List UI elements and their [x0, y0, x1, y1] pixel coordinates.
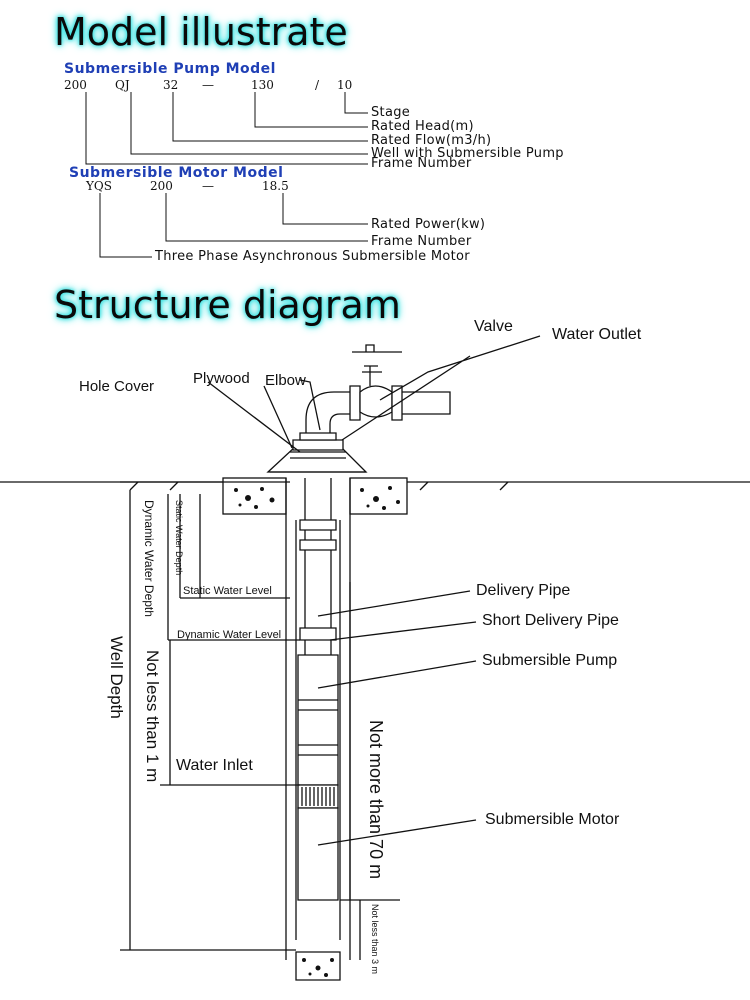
pump-code-type: QJ — [115, 78, 130, 92]
motor-label-three-phase: Three Phase Asynchronous Submersible Mot… — [155, 249, 470, 264]
pump-label-well: Well with Submersible Pump — [371, 146, 564, 161]
pump-label-stage: Stage — [371, 105, 411, 120]
motor-code-dash: — — [202, 179, 214, 193]
motor-code-type: YQS — [86, 179, 112, 193]
motor-model-title: Submersible Motor Model — [69, 165, 284, 181]
pump-code-slash: / — [315, 78, 320, 92]
label-water-outlet: Water Outlet — [552, 326, 642, 343]
label-water-inlet: Water Inlet — [176, 757, 253, 774]
label-submersible-pump: Submersible Pump — [482, 652, 618, 669]
label-not-less-1m: Not less than 1 m — [143, 650, 162, 783]
pump-code-frame: 200 — [64, 78, 87, 92]
label-not-more-70m: Not more than 70 m — [366, 720, 386, 880]
pump-model-title: Submersible Pump Model — [64, 61, 276, 77]
model-illustrate-heading: Model illustrate — [54, 10, 348, 54]
label-not-less-3m: Not less than 3 m — [370, 904, 380, 975]
structure-diagram-heading: Structure diagram — [54, 283, 401, 327]
label-dynamic-water-level: Dynamic Water Level — [177, 629, 282, 641]
pump-label-frame-number: Frame Number — [371, 156, 472, 171]
motor-label-frame-number: Frame Number — [371, 234, 472, 249]
pump-code-dash: — — [202, 78, 214, 92]
label-submersible-motor: Submersible Motor — [485, 811, 620, 828]
label-elbow: Elbow — [265, 372, 306, 389]
label-delivery-pipe: Delivery Pipe — [476, 582, 571, 599]
label-well-depth: Well Depth — [107, 636, 126, 719]
label-valve: Valve — [474, 318, 513, 335]
pump-code-flow: 32 — [163, 78, 179, 92]
label-dynamic-water-depth: Dynamic Water Depth — [142, 500, 156, 617]
label-static-water-depth: Static Water Depth — [174, 500, 184, 576]
label-hole-cover: Hole Cover — [79, 378, 155, 395]
motor-label-rated-power: Rated Power(kw) — [371, 217, 486, 232]
pump-code-stage: 10 — [337, 78, 353, 92]
label-static-water-level: Static Water Level — [183, 585, 272, 597]
label-plywood: Plywood — [193, 370, 250, 387]
motor-code-power: 18.5 — [262, 179, 289, 193]
label-short-delivery-pipe: Short Delivery Pipe — [482, 612, 619, 629]
motor-code-frame: 200 — [150, 179, 173, 193]
pump-label-rated-head: Rated Head(m) — [371, 119, 474, 134]
pump-label-rated-flow: Rated Flow(m3/h) — [371, 133, 492, 148]
pump-code-head: 130 — [251, 78, 274, 92]
